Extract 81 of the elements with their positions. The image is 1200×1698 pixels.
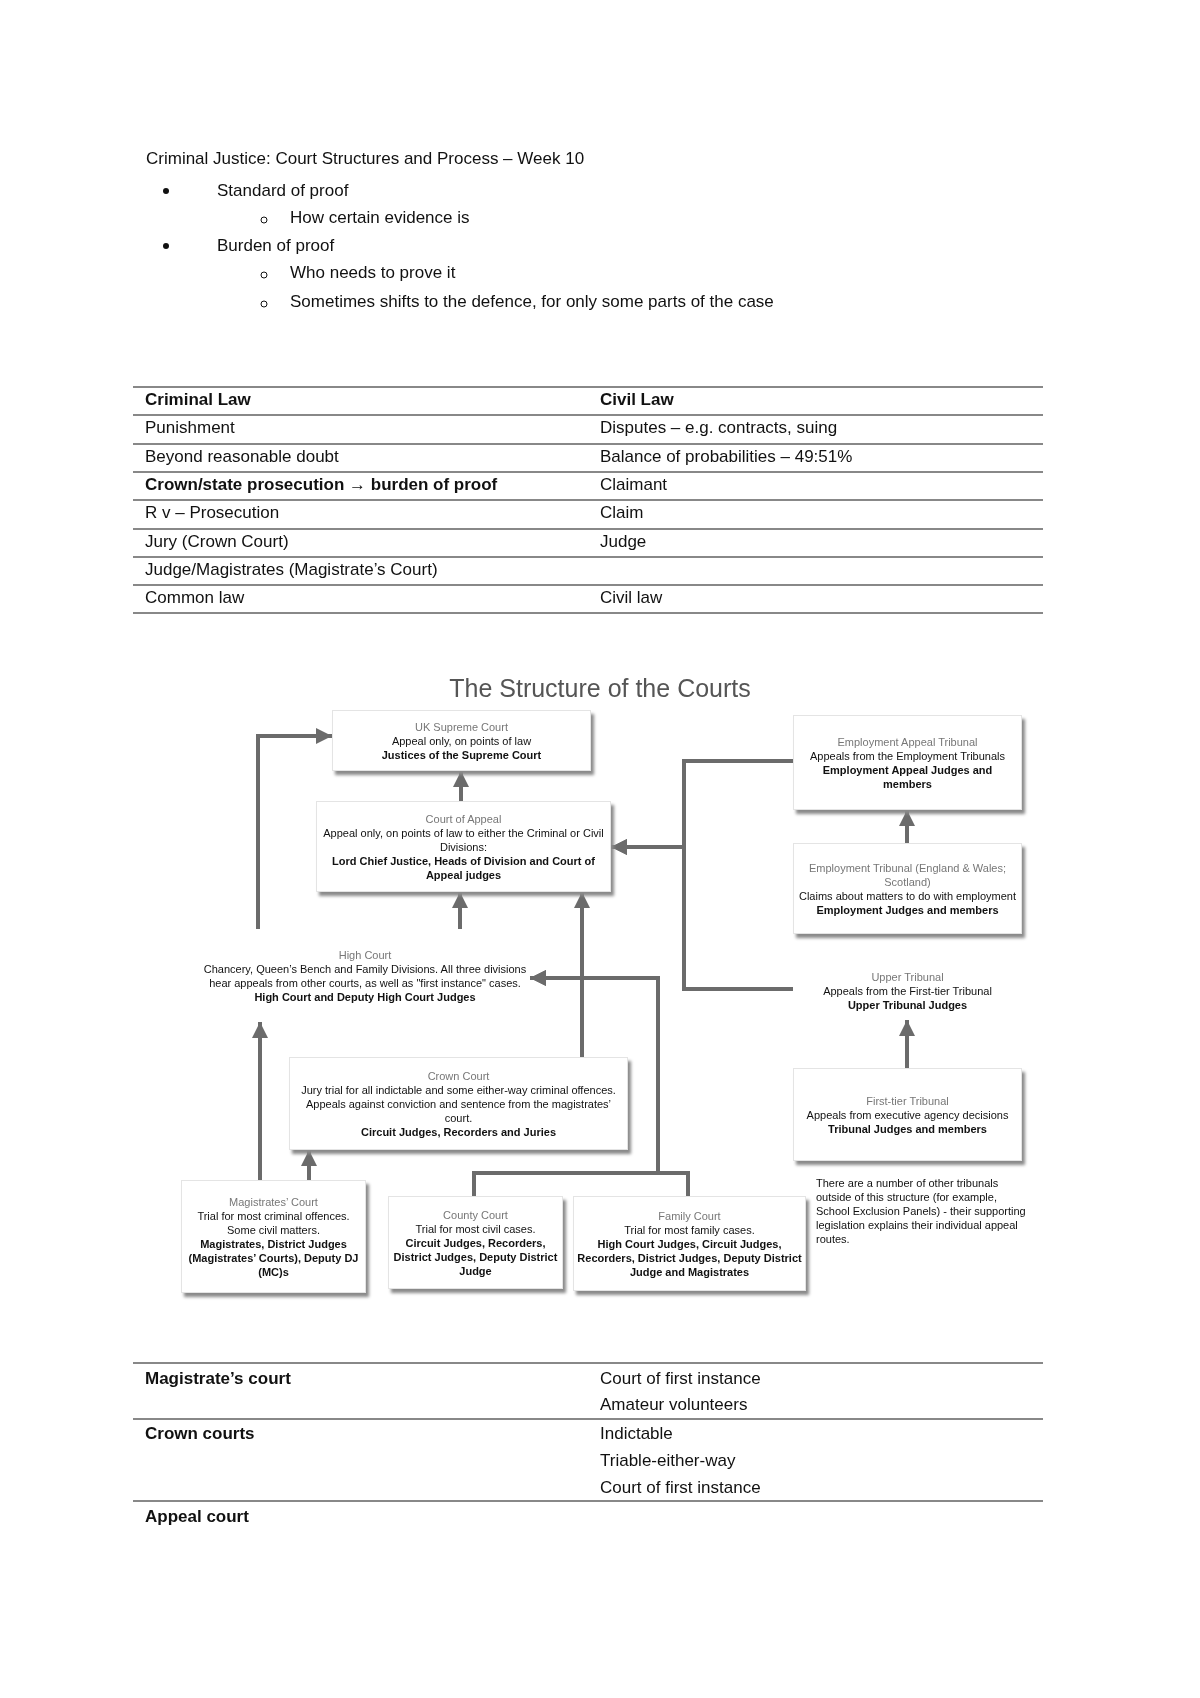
list-item: Burden of proof: [217, 235, 335, 257]
table-cell: Claimant: [600, 473, 668, 496]
table-cell: Punishment: [145, 417, 235, 440]
judges-text: Employment Judges and members: [816, 902, 999, 917]
list-item: Standard of proof: [217, 180, 349, 202]
table-cell: Civil law: [600, 587, 663, 610]
arrow: [452, 892, 468, 929]
arrow: [899, 1020, 915, 1068]
table-cell: Crown/state prosecution → burden of proof: [145, 473, 498, 496]
judges-text: Magistrates, District Judges (Magistrates’ Courts), Deputy DJ (MC)s: [187, 1236, 360, 1279]
arrow: [256, 728, 332, 929]
table-cell: R v – Prosecution: [145, 502, 280, 525]
court-box: [289, 1057, 628, 1150]
table-cell: Amateur volunteers: [600, 1394, 748, 1416]
court-box: [793, 843, 1022, 934]
table-cell: Appeal court: [145, 1506, 249, 1528]
table-cell: Common law: [145, 587, 245, 610]
table-cell: Magistrate’s court: [145, 1368, 291, 1390]
table-header: Civil Law: [600, 389, 674, 411]
court-name: Family Court: [658, 1208, 721, 1223]
judges-text: Circuit Judges, Recorders, District Judges, Deputy District Judge: [392, 1235, 559, 1278]
table-cell: Disputes – e.g. contracts, suing: [600, 417, 838, 440]
court-description: Appeal only, on points of law: [391, 733, 532, 748]
judges-text: Tribunal Judges and members: [828, 1121, 987, 1136]
court-box: [793, 1068, 1022, 1161]
arrow: [301, 1150, 317, 1180]
court-name: Employment Tribunal (England & Wales; Scotland): [807, 860, 1008, 889]
court-description: Chancery, Queen’s Bench and Family Divisions. All three divisions hear appeals from other courts, as well as "first instance" cases.: [203, 961, 527, 990]
judges-text: Employment Appeal Judges and members: [821, 762, 994, 791]
court-description: Appeal only, on points of law to either the Criminal or Civil Divisions:: [322, 825, 605, 854]
arrow: [574, 892, 590, 1057]
court-name: Court of Appeal: [425, 811, 502, 826]
table-cell: Court of first instance: [600, 1368, 761, 1390]
court-description: Jury trial for all indictable and some either-way criminal offences. Appeals against conviction and sentence from the magistrates’ court.: [300, 1082, 617, 1125]
table-cell: Claim: [600, 502, 644, 525]
court-description: Claims about matters to do with employment: [798, 888, 1016, 903]
court-name: Employment Appeal Tribunal: [837, 734, 978, 749]
judges-text: High Court and Deputy High Court Judges: [254, 989, 476, 1004]
list-item: How certain evidence is: [290, 207, 470, 229]
court-box: [573, 1196, 806, 1291]
table-cell: Crown courts: [145, 1423, 255, 1445]
court-description: Appeals from the Employment Tribunals: [809, 748, 1005, 763]
court-box: [181, 1180, 366, 1293]
table-cell: Judge: [600, 530, 647, 553]
court-box: [316, 801, 611, 892]
list-item: Sometimes shifts to the defence, for only some parts of the case: [290, 291, 774, 313]
judges-text: Upper Tribunal Judges: [847, 998, 968, 1012]
heading-text: The Structure of the Courts: [448, 673, 752, 704]
court-name: Magistrates’ Court: [229, 1194, 318, 1209]
table-cell: Court of first instance: [600, 1477, 761, 1499]
court-name: High Court: [338, 947, 392, 962]
judges-text: Lord Chief Justice, Heads of Division and Court of Appeal judges: [331, 853, 596, 882]
court-name: County Court: [443, 1207, 508, 1222]
court-name: Crown Court: [427, 1068, 490, 1083]
judges-text: Circuit Judges, Recorders and Juries: [361, 1124, 556, 1139]
judges-text: High Court Judges, Circuit Judges, Recorders, District Judges, Deputy District Judge and Magistrates: [577, 1236, 802, 1279]
court-name: First-tier Tribunal: [866, 1093, 949, 1108]
table-header: Criminal Law: [145, 389, 251, 411]
court-box: [332, 710, 591, 771]
table-cell: Jury (Crown Court): [145, 530, 289, 553]
court-description: Appeals from the First-tier Tribunal: [823, 984, 992, 998]
table-cell: Balance of probabilities – 49:51%: [600, 445, 853, 468]
table-cell: Judge/Magistrates (Magistrate’s Court): [145, 558, 438, 581]
table-cell: Indictable: [600, 1423, 673, 1445]
table-cell: Beyond reasonable doubt: [145, 445, 339, 468]
list-item: Who needs to prove it: [290, 262, 456, 284]
court-description: Trial for most family cases.: [624, 1222, 755, 1237]
arrow: [252, 1022, 268, 1180]
arrow: [899, 810, 915, 843]
table-cell: Triable-either-way: [600, 1450, 736, 1472]
court-description: Appeals from executive agency decisions: [806, 1107, 1009, 1122]
court-box: [793, 715, 1022, 810]
court-name: Upper Tribunal: [871, 970, 944, 984]
court-name: UK Supreme Court: [415, 719, 508, 734]
court-description: Trial for most civil cases.: [415, 1221, 536, 1236]
note-text: There are a number of other tribunals outside of this structure (for example, School Exclusion Panels) - their supporting legislation explains their individual appeal routes.: [816, 1176, 1027, 1246]
arrow: [453, 771, 469, 801]
court-box: [388, 1196, 563, 1289]
page-heading: Criminal Justice: Court Structures and Process – Week 10: [146, 148, 585, 170]
court-description: Trial for most criminal offences. Some civil matters.: [196, 1208, 351, 1237]
judges-text: Justices of the Supreme Court: [381, 747, 542, 762]
